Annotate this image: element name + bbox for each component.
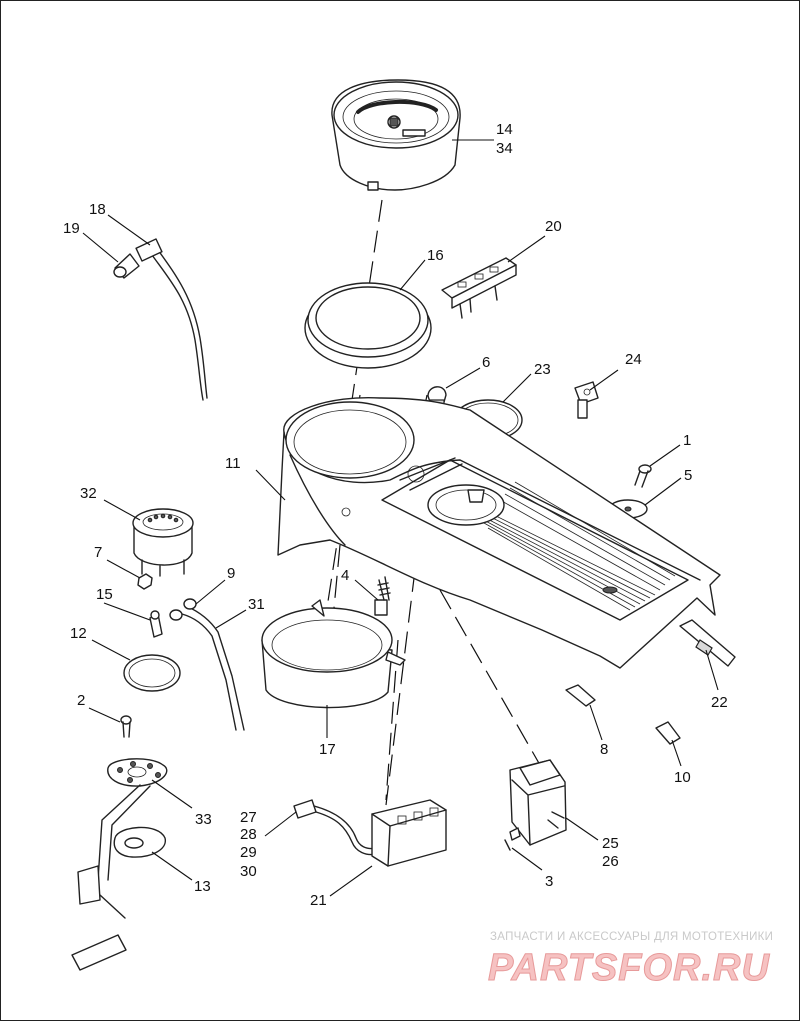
callout-13: 13 — [194, 878, 211, 895]
indicator-bracket-part — [441, 257, 517, 319]
clip-10-part — [655, 721, 681, 745]
callout-18: 18 — [89, 201, 106, 218]
callout-26: 26 — [602, 853, 619, 870]
watermark-brand-logo: PARTSFOR.RU — [488, 947, 770, 989]
callout-23: 23 — [534, 361, 551, 378]
callout-5: 5 — [684, 467, 692, 484]
wire-harness-part — [169, 598, 245, 731]
console-part — [277, 396, 721, 669]
relay-25-part — [509, 759, 567, 846]
sensor-cable-part — [113, 238, 208, 401]
fuel-sender-part — [71, 758, 168, 971]
callout-9: 9 — [227, 565, 235, 582]
callout-30: 30 — [240, 863, 257, 880]
callout-16: 16 — [427, 247, 444, 264]
callout-24: 24 — [625, 351, 642, 368]
key-part — [574, 381, 599, 419]
callout-17: 17 — [319, 741, 336, 758]
callout-15: 15 — [96, 586, 113, 603]
callout-7: 7 — [94, 544, 102, 561]
ring-12-part — [123, 654, 181, 692]
callout-10: 10 — [674, 769, 691, 786]
callout-8: 8 — [600, 741, 608, 758]
socket-15-part — [149, 610, 163, 638]
callout-20: 20 — [545, 218, 562, 235]
callout-labels: 14 34 18 19 16 20 6 23 24 1 5 11 32 7 9 … — [63, 121, 728, 909]
nut-7-part — [137, 573, 153, 590]
connector-32-part — [132, 508, 194, 577]
callout-34: 34 — [496, 140, 513, 157]
leader-lines — [82, 139, 719, 897]
speedometer-part — [331, 79, 461, 191]
callout-6: 6 — [482, 354, 490, 371]
screw-1-part — [634, 464, 652, 488]
relay-harness-part — [293, 799, 447, 867]
watermark: ЗАПЧАСТИ И АКСЕССУАРЫ ДЛЯ МОТОТЕХНИКИ PA… — [488, 931, 773, 990]
callout-31: 31 — [248, 596, 265, 613]
screw-2-part — [120, 715, 132, 738]
callout-4: 4 — [341, 567, 349, 584]
callout-25: 25 — [602, 835, 619, 852]
callout-12: 12 — [70, 625, 87, 642]
callout-11: 11 — [225, 455, 241, 472]
callout-29: 29 — [240, 844, 257, 861]
callout-28: 28 — [240, 826, 257, 843]
callout-22: 22 — [711, 694, 728, 711]
callout-2: 2 — [77, 692, 85, 709]
housing-17-part — [261, 599, 406, 709]
gasket-ring-part — [304, 282, 432, 369]
bracket-22-part — [679, 619, 736, 667]
callout-3: 3 — [545, 873, 553, 890]
stud-4-part — [374, 576, 391, 616]
watermark-tagline: ЗАПЧАСТИ И АКСЕССУАРЫ ДЛЯ МОТОТЕХНИКИ — [490, 931, 773, 943]
callout-1: 1 — [683, 432, 691, 449]
callout-21: 21 — [310, 892, 327, 909]
callout-19: 19 — [63, 220, 80, 237]
callout-33: 33 — [195, 811, 212, 828]
callout-14: 14 — [496, 121, 513, 138]
callout-32: 32 — [80, 485, 97, 502]
screw-3-part — [504, 827, 521, 851]
clip-8-part — [565, 684, 596, 707]
callout-27: 27 — [240, 809, 257, 826]
